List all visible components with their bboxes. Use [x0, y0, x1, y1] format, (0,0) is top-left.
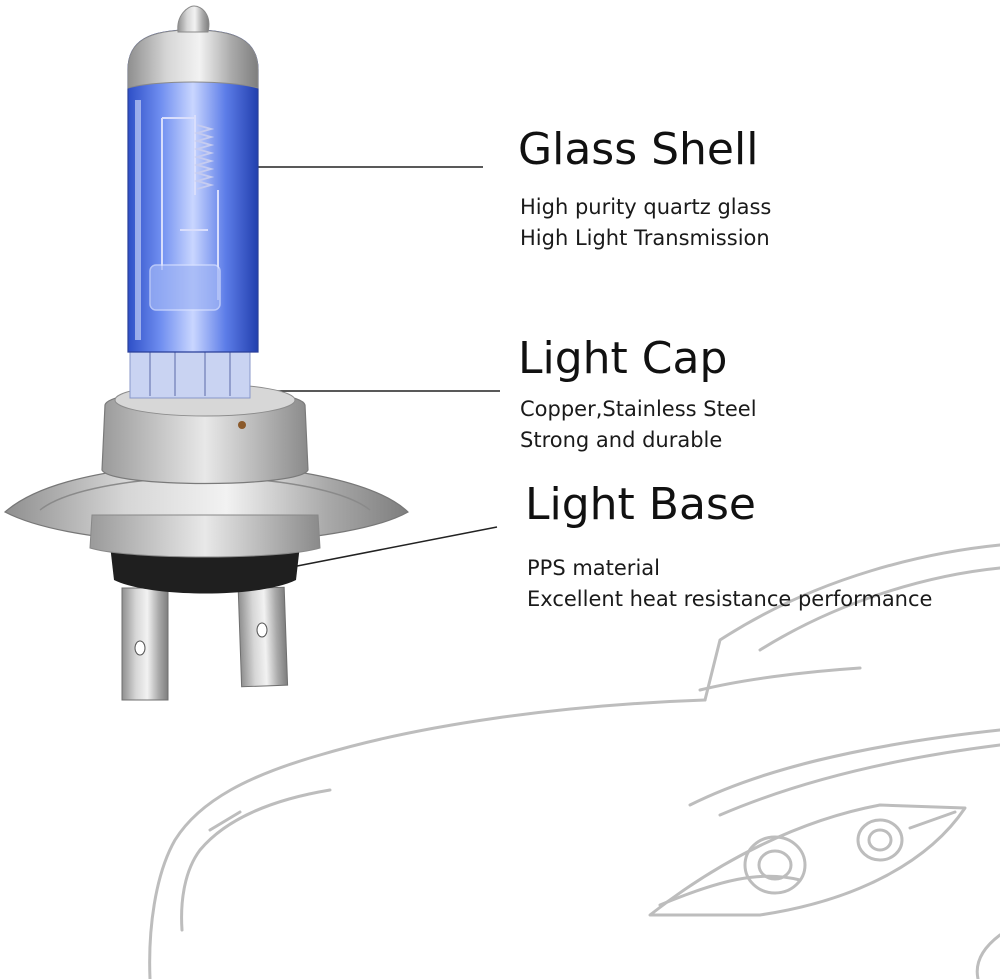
glass-shell-line-2: High Light Transmission: [520, 226, 770, 250]
light-base-line-2: Excellent heat resistance performance: [527, 587, 933, 611]
light-base-leader-line: [291, 526, 498, 568]
glass-shell-title: Glass Shell: [518, 124, 759, 175]
car-outline-sketch: [148, 543, 1000, 979]
light-cap-title: Light Cap: [518, 333, 728, 384]
light-base-description: PPS material Excellent heat resistance p…: [527, 553, 932, 615]
light-cap-line-1: Copper,Stainless Steel: [520, 397, 757, 421]
light-base-title: Light Base: [525, 479, 756, 530]
light-base-line-1: PPS material: [527, 556, 660, 580]
light-cap-line-2: Strong and durable: [520, 428, 723, 452]
glass-shell-description: High purity quartz glass High Light Tran…: [520, 192, 771, 254]
light-cap-description: Copper,Stainless Steel Strong and durabl…: [520, 394, 757, 456]
halogen-bulb: [3, 5, 409, 701]
glass-shell-line-1: High purity quartz glass: [520, 195, 772, 219]
